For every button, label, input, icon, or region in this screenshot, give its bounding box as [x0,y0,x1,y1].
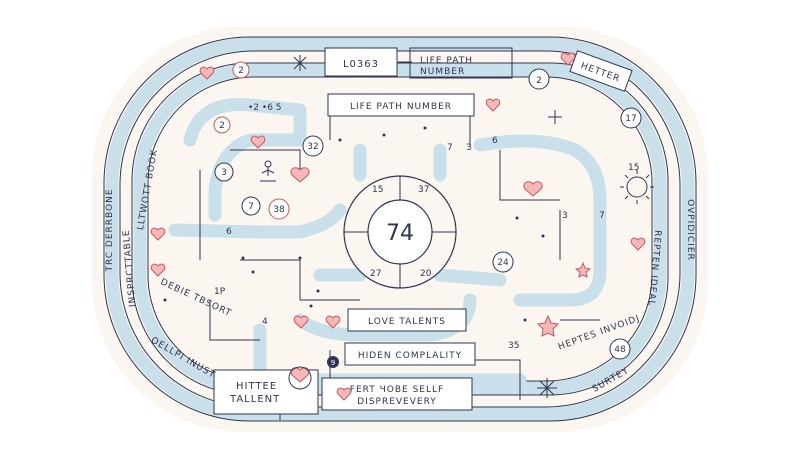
number-6-left: 6 [226,227,232,237]
heart-icon [250,135,266,149]
meditating-figure-icon [260,160,276,182]
top-right-box [569,50,633,92]
number-3-right: 3 [466,143,472,153]
circled-number-48: 48 [609,338,631,360]
outer-ring-edge [103,36,697,422]
number-dots: •2 •6 5 [248,103,282,113]
bottom-center-line2: DISPREVEVERY [357,397,437,407]
dial-bottom-right: 20 [420,269,432,279]
svg-text:3: 3 [221,168,227,178]
heart-icon [290,167,310,183]
svg-text:48: 48 [614,345,626,355]
sun-icon [620,170,654,204]
top-title-box [409,47,513,79]
circled-number-2-top: 2 [232,61,250,79]
heart-icon [199,66,215,80]
heart-icon [485,98,501,112]
starburst-icon [292,55,562,398]
dial-top-left: 15 [372,185,383,195]
svg-text:2: 2 [219,121,225,131]
circled-number-7: 7 [241,196,261,216]
heart-icon [150,227,166,241]
circled-number-32: 32 [302,135,324,157]
center-number: 74 [386,221,414,246]
heart-icon [630,237,646,251]
hidden-complexity-box [344,342,476,366]
inner-path-spokes [313,143,507,287]
number-4: 4 [262,317,268,327]
number-7-mid-right: 7 [599,211,605,221]
inner-path-right [473,134,607,307]
svg-text:2: 2 [536,76,542,86]
circled-number-9: 9 [327,356,339,368]
outer-ring-track [105,37,695,421]
dial-top-right: 37 [418,185,429,195]
sparkle-stars [163,126,545,322]
number-3-mid-right: 3 [562,211,568,221]
number-7-right: 7 [447,143,453,153]
bottom-left-line2: TALLENT [229,394,280,405]
center-title-text: LIFE PATH NUMBER [350,102,452,112]
svg-text:24: 24 [497,258,509,268]
top-title-line2: NUMBER [420,67,465,77]
heart-icon [150,263,166,277]
circled-number-2-left: 2 [213,116,231,134]
number-35: 35 [508,341,519,351]
svg-text:17: 17 [625,114,636,124]
svg-text:7: 7 [248,202,254,212]
heart-medallion-ring [288,366,312,390]
heart-icon [560,52,576,66]
circled-number-17: 17 [620,107,642,129]
inner-path-left-mid [168,203,347,239]
svg-text:38: 38 [273,205,285,215]
heart-icon [523,181,543,197]
bottom-left-line1: HITTEE [236,381,277,392]
star-icon [536,314,560,337]
circled-number-24: 24 [492,251,514,273]
svg-text:32: 32 [307,142,318,152]
heart-icon [336,387,352,401]
svg-text:9: 9 [331,359,335,367]
number-6-right: 6 [492,136,498,146]
dial-bottom-left: 27 [370,269,381,279]
heart-icon [325,315,341,329]
side-right-outer: OVPIDICIER [685,199,695,261]
top-title-line1: LIFE PATH [420,56,473,66]
bottom-center-line1: FERT ЧОBE SELLF [350,385,444,395]
top-code-text: L0363 [343,59,379,70]
top-code-box [324,47,398,77]
svg-text:2: 2 [238,66,244,76]
number-15: 15 [628,163,639,173]
side-left-outer: TRC DERRBONE [105,188,115,272]
dial-spokes [344,176,456,288]
circled-number-2-right: 2 [528,68,550,90]
star-icon [574,261,592,278]
love-talents-text: LOVE TALENTS [368,317,446,327]
number-1p: 1P [214,287,226,297]
center-title-box [327,93,475,117]
love-talents-box [347,308,467,332]
heart-icon [293,315,309,329]
circled-number-3: 3 [214,162,234,182]
hidden-complexity-text: HIDEN COMPLALITY [358,351,462,361]
circled-number-38: 38 [268,198,290,220]
